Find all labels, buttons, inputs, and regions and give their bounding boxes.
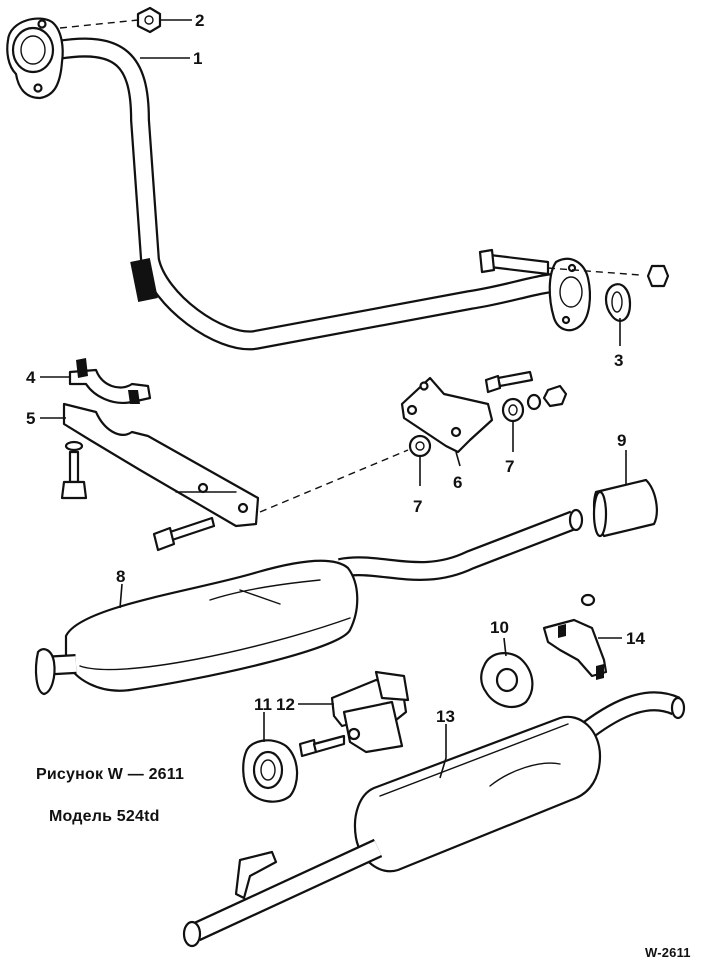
callout-6: 6: [453, 473, 462, 492]
clamp-ring-11: [242, 739, 299, 803]
callout-7-right: 7: [505, 457, 514, 476]
callout-7-left: 7: [413, 497, 422, 516]
callout-13: 13: [436, 707, 455, 726]
callout-5: 5: [26, 409, 35, 428]
pipe-clamp-4: [68, 358, 152, 404]
leader-lines: [40, 19, 627, 779]
figure-code: W-2611: [645, 945, 691, 960]
sleeve-9: [592, 478, 658, 538]
rear-flange: [548, 257, 591, 332]
callout-numbers: 2 1 3 4 5 6 7 7 8 9 10 11 12 13 14: [26, 11, 645, 726]
rubber-mount-7: [408, 370, 568, 458]
nut-2: [59, 6, 162, 34]
rubber-ring-10: [480, 652, 534, 709]
front-muffler-8: [34, 508, 584, 696]
callout-4: 4: [26, 368, 36, 387]
front-flange: [6, 17, 64, 100]
callout-2: 2: [195, 11, 204, 30]
front-pipe: [6, 17, 591, 351]
rear-hanger-14: [542, 593, 608, 680]
callout-1: 1: [193, 49, 202, 68]
callout-8: 8: [116, 567, 125, 586]
callout-10: 10: [490, 618, 509, 637]
gasket-3: [478, 248, 670, 322]
rear-muffler-13: [182, 691, 686, 948]
callout-3: 3: [614, 351, 623, 370]
callout-11: 11: [254, 695, 272, 714]
bracket-5: [60, 402, 409, 552]
hanger-bracket-6: [400, 376, 494, 454]
figure-caption: Рисунок W — 2611: [36, 766, 185, 783]
tail-bracket-12: [298, 670, 410, 758]
callout-12: 12: [276, 695, 295, 714]
callout-9: 9: [617, 431, 626, 450]
callout-14: 14: [626, 629, 645, 648]
model-caption: Модель 524td: [49, 808, 160, 825]
